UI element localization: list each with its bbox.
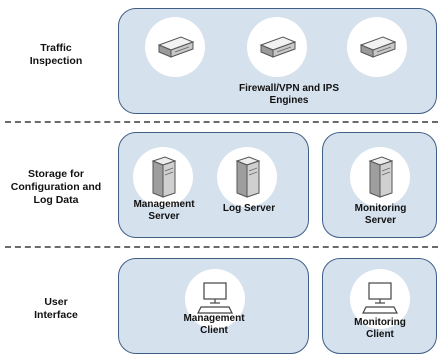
monitoring-client-label: Monitoring Client — [354, 317, 406, 340]
divider-top — [5, 121, 438, 123]
panel-monitoring-server: Monitoring Server — [322, 132, 437, 238]
computer-workstation-icon — [362, 282, 398, 314]
engine-node-1 — [145, 17, 205, 77]
panel-storage-servers: Management Server Log Server — [118, 132, 309, 238]
panel-management-client: Management Client — [118, 258, 309, 354]
network-appliance-icon — [359, 36, 397, 58]
monitoring-server-node — [350, 147, 410, 207]
log-server-label: Log Server — [222, 203, 276, 214]
log-server-node — [217, 147, 277, 207]
divider-bottom — [5, 246, 438, 248]
server-tower-icon — [368, 156, 394, 198]
management-client-label: Management Client — [183, 313, 245, 336]
management-client-node — [185, 269, 245, 329]
network-appliance-icon — [157, 36, 195, 58]
panel-traffic-inspection: Firewall/VPN and IPS Engines — [118, 8, 437, 114]
monitoring-server-label: Monitoring Server — [354, 203, 407, 226]
engine-node-3 — [347, 17, 407, 77]
row-label-user-interface: User Interface — [34, 296, 78, 321]
panel-monitoring-client: Monitoring Client — [322, 258, 437, 354]
network-appliance-icon — [259, 36, 297, 58]
management-server-label: Management Server — [133, 199, 195, 222]
engines-caption: Firewall/VPN and IPS Engines — [238, 83, 340, 106]
server-tower-icon — [235, 156, 261, 198]
computer-workstation-icon — [197, 282, 233, 314]
server-tower-icon — [151, 156, 177, 198]
management-server-node — [133, 147, 193, 207]
row-label-traffic-inspection: Traffic Inspection — [29, 42, 83, 67]
monitoring-client-node — [350, 269, 410, 329]
engine-node-2 — [247, 17, 307, 77]
row-label-storage: Storage for Configuration and Log Data — [10, 168, 102, 206]
